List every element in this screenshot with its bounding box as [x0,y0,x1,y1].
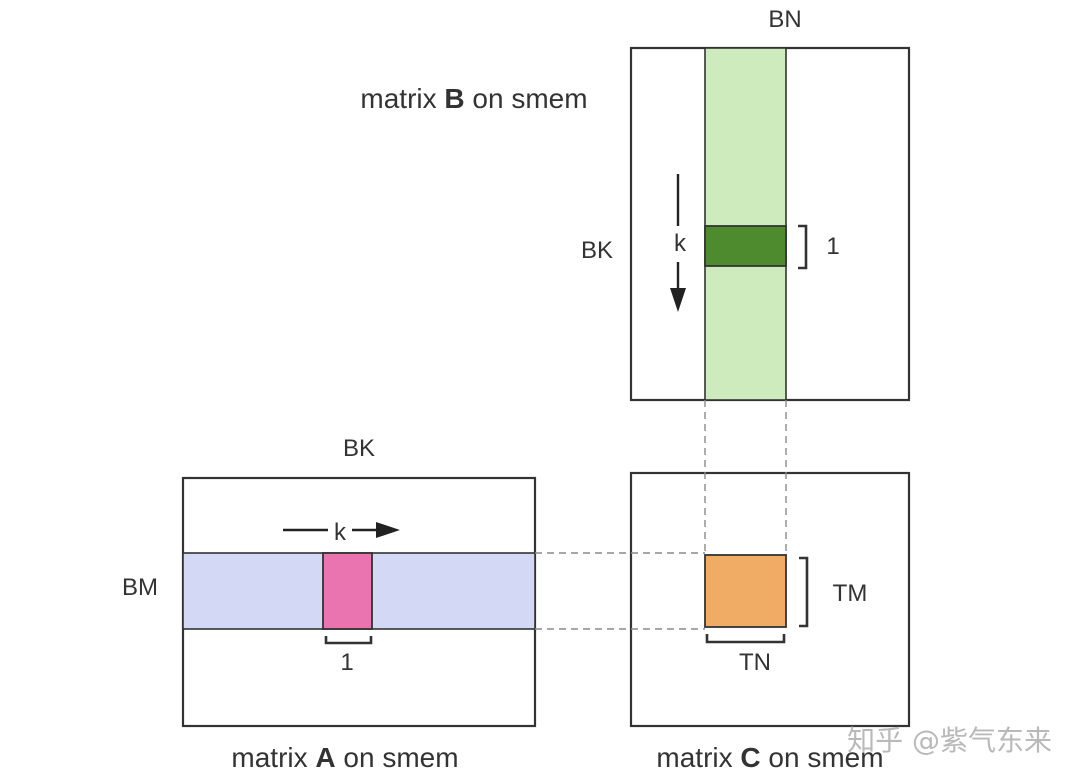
matrix-b-column-band [704,47,787,401]
matrix-a-caption: matrix A on smem [231,742,458,773]
matrix-c-tm-label: TM [833,580,868,607]
matrix-c-tm-bracket [799,556,809,628]
matrix-b-caption: matrix B on smem [360,83,587,114]
matrix-b-k-label: k [674,230,687,257]
matrix-a-bm-label: BM [122,574,158,601]
matrix-b-group: BN BK k 1 matrix B on smem [360,6,911,402]
matrix-a-group: BK BM k 1 matrix A on smem [122,435,537,773]
matrix-a-k-label: k [334,519,347,546]
matrix-b-bn-label: BN [768,6,801,33]
matrix-c-tn-label: TN [739,649,771,676]
matrix-b-slice-label: 1 [826,233,839,260]
matrix-b-slice-bracket [798,224,808,270]
matrix-a-bk-label: BK [343,435,375,462]
matrix-b-k-arrow: k [670,174,687,312]
matrix-c-thread-tile [704,554,787,628]
arrow-down-icon [670,288,686,312]
matrix-c-group: TM TN matrix C on smem [535,400,911,773]
matrix-c-tn-bracket [705,634,786,644]
matrix-a-k-arrow: k [283,519,400,546]
arrow-right-icon [376,522,400,538]
watermark-text: 知乎 @紫气东来 [847,724,1052,757]
matrix-a-k-slice [322,552,373,630]
matrix-a-slice-label: 1 [340,649,353,676]
matrix-b-k-slice [704,225,787,267]
matrix-a-slice-bracket [324,636,373,645]
matrix-c-caption: matrix C on smem [656,742,883,773]
matrix-b-bk-label: BK [581,237,613,264]
